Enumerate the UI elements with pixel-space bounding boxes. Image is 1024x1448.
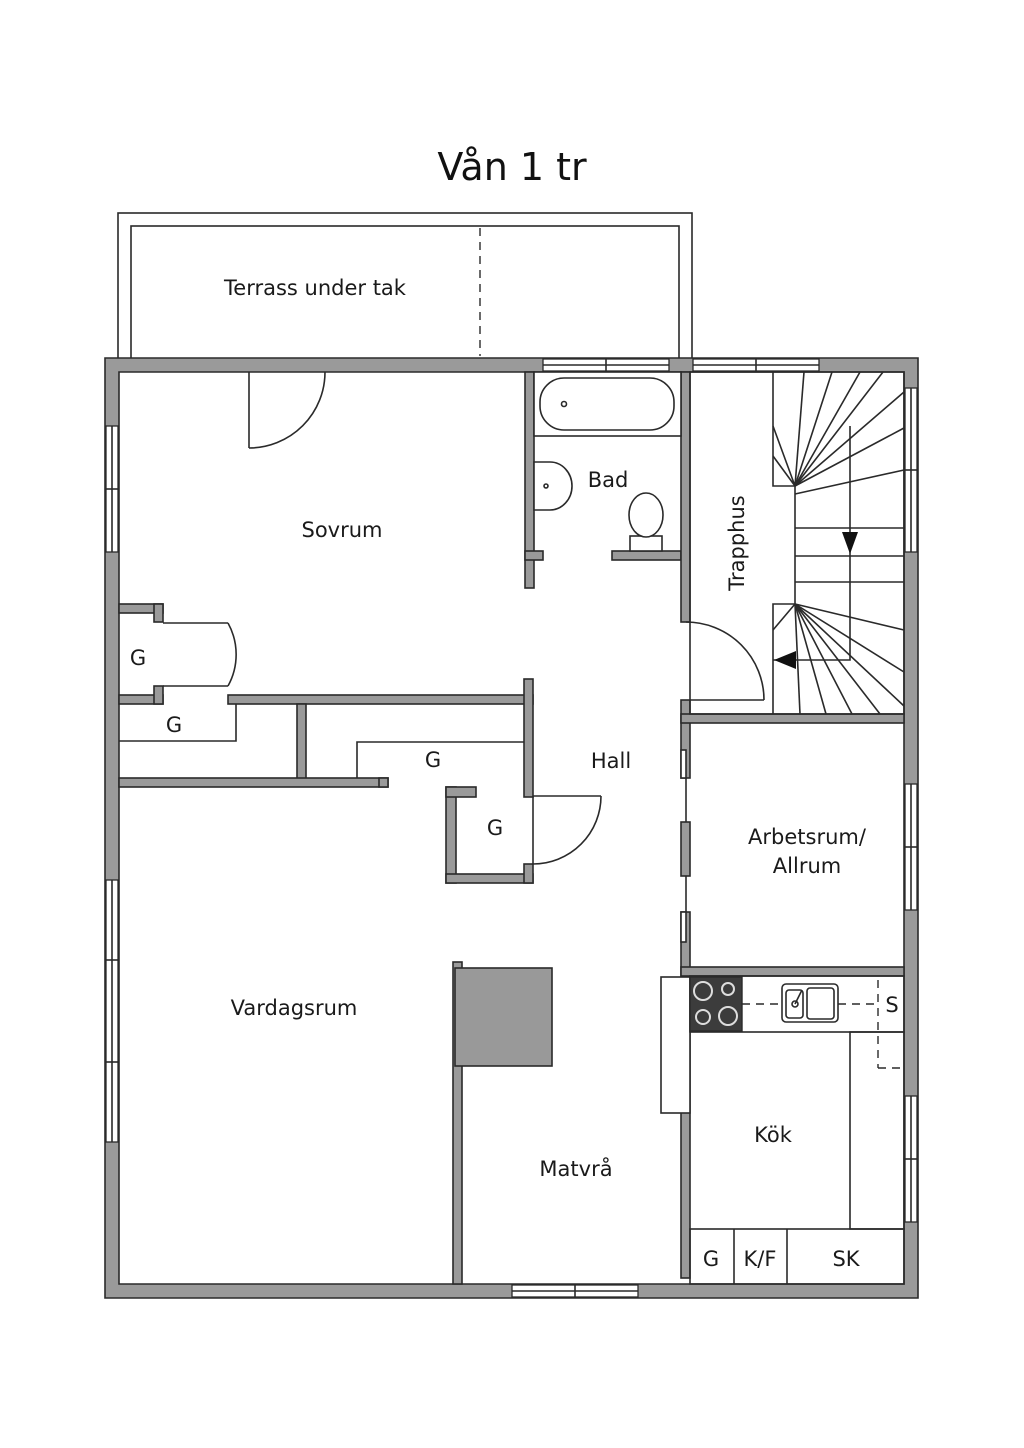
windows xyxy=(105,358,918,1298)
room-label-hall: Hall xyxy=(591,749,631,773)
kitchen-sink xyxy=(781,983,839,1023)
kitchen-fixtures xyxy=(660,975,905,1285)
sink xyxy=(533,461,573,511)
staircase xyxy=(689,371,905,715)
chimney xyxy=(454,967,553,1067)
room-label-arbetsrum: Arbetsrum/ xyxy=(748,825,867,849)
storage-label-g: G xyxy=(166,713,182,737)
room-label-vardagsrum: Vardagsrum xyxy=(231,996,358,1020)
room-label-sovrum: Sovrum xyxy=(301,518,382,542)
room-label-kok: Kök xyxy=(754,1123,793,1147)
storage-label-g: G xyxy=(130,646,146,670)
room-label-trapphus: Trapphus xyxy=(725,495,749,591)
storage-label-g: G xyxy=(487,816,503,840)
room-label-matvra: Matvrå xyxy=(539,1156,612,1181)
storage-label-kf: K/F xyxy=(744,1247,777,1271)
storage-label-g: G xyxy=(703,1247,719,1271)
toilet xyxy=(628,492,664,538)
kitchen-island xyxy=(660,976,691,1114)
bathroom-fixtures xyxy=(533,371,682,552)
floor-title: Vån 1 tr xyxy=(437,145,587,189)
doors xyxy=(163,371,765,943)
storage-label-s: S xyxy=(885,993,898,1017)
room-label-terrass: Terrass under tak xyxy=(223,276,407,300)
room-labels: Terrass under tak Sovrum Bad Trapphus Ha… xyxy=(223,276,867,1181)
room-label-allrum: Allrum xyxy=(773,854,841,878)
stair-arrow-left-icon xyxy=(774,651,796,669)
bathtub xyxy=(539,377,675,431)
stair-arrow-down-icon xyxy=(842,532,858,554)
room-label-bad: Bad xyxy=(588,468,629,492)
closet-outlines xyxy=(119,704,524,778)
storage-label-sk: SK xyxy=(832,1247,860,1271)
storage-label-g: G xyxy=(425,748,441,772)
storage-labels: G G G G G K/F SK S xyxy=(130,646,899,1271)
